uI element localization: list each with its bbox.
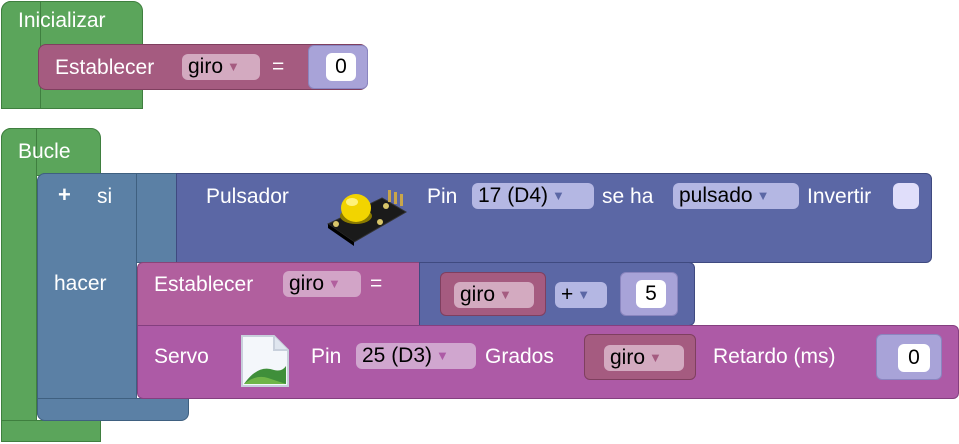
servo-image-icon [240, 334, 290, 388]
chevron-down-icon: ▼ [436, 348, 449, 363]
init-value-input[interactable]: 0 [326, 53, 356, 81]
chevron-down-icon: ▼ [328, 276, 341, 291]
servo-degrees-label: Grados [485, 345, 554, 368]
button-state-text: pulsado [679, 184, 753, 207]
init-event-body [1, 1, 41, 109]
servo-degrees-text: giro [610, 346, 646, 369]
loop-event-body [1, 128, 37, 442]
math-operator-text: + [561, 283, 574, 306]
invert-label: Invertir [807, 185, 872, 208]
do-label: hacer [54, 272, 107, 295]
chevron-down-icon: ▼ [577, 287, 591, 302]
chevron-down-icon: ▼ [499, 287, 512, 302]
if-add-icon[interactable]: + [58, 182, 71, 207]
button-pin-text: 17 (D4) [478, 184, 549, 207]
set-variable-dropdown[interactable]: giro▼ [283, 271, 361, 297]
math-operator-dropdown[interactable]: +▼ [555, 282, 607, 308]
invert-checkbox[interactable] [893, 183, 919, 209]
loop-event-footer [1, 420, 101, 442]
chevron-down-icon: ▼ [649, 350, 662, 365]
servo-pin-label: Pin [311, 345, 342, 368]
init-variable-text: giro [188, 55, 224, 78]
button-pin-dropdown[interactable]: 17 (D4)▼ [472, 183, 594, 209]
servo-pin-text: 25 (D3) [362, 344, 433, 367]
set-variable-text: giro [289, 272, 325, 295]
servo-pin-dropdown[interactable]: 25 (D3)▼ [356, 343, 476, 369]
if-block-side [37, 173, 137, 421]
set-equals: = [370, 272, 383, 295]
servo-delay-label: Retardo (ms) [713, 345, 836, 368]
math-right-value-input[interactable]: 5 [636, 280, 666, 308]
button-label: Pulsador [206, 185, 289, 208]
push-button-icon [324, 184, 408, 246]
chevron-down-icon: ▼ [756, 188, 770, 203]
if-block-foot [37, 398, 189, 421]
servo-label: Servo [154, 345, 209, 368]
init-equals: = [272, 55, 285, 78]
set-label: Establecer [154, 273, 254, 296]
servo-delay-value-block[interactable] [876, 334, 942, 380]
if-label: si [97, 185, 113, 208]
servo-delay-input[interactable]: 0 [898, 344, 930, 372]
math-left-variable-text: giro [460, 283, 496, 306]
button-state-prefix: se ha [602, 185, 654, 208]
servo-degrees-dropdown[interactable]: giro▼ [604, 345, 684, 371]
init-set-label: Establecer [55, 56, 155, 79]
chevron-down-icon: ▼ [552, 188, 565, 203]
init-title: Inicializar [18, 9, 106, 32]
button-state-dropdown[interactable]: pulsado▼ [673, 183, 799, 209]
math-left-variable-dropdown[interactable]: giro▼ [454, 282, 534, 308]
loop-title: Bucle [18, 140, 71, 163]
chevron-down-icon: ▼ [227, 59, 240, 74]
init-variable-dropdown[interactable]: giro▼ [182, 54, 260, 80]
button-pin-label: Pin [427, 185, 458, 208]
